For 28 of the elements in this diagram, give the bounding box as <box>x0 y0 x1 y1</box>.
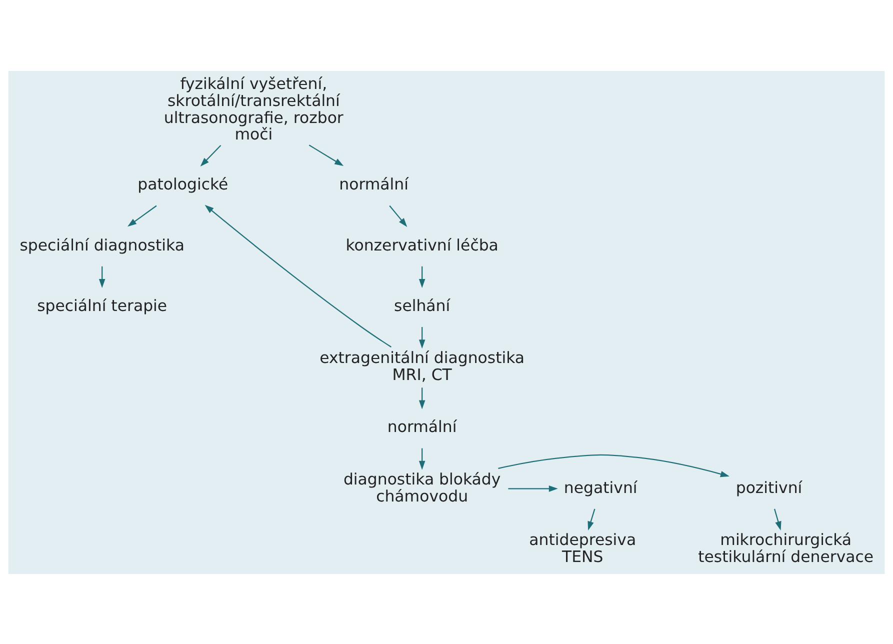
arrow <box>308 144 344 166</box>
arrow <box>98 266 106 288</box>
arrow <box>128 204 157 226</box>
arrow <box>508 485 558 492</box>
arrow <box>418 448 426 470</box>
arrow <box>200 144 222 166</box>
arrow <box>418 266 426 288</box>
node-text: normální <box>339 174 408 194</box>
arrow <box>418 326 426 348</box>
node-text: speciální diagnostika <box>20 234 184 254</box>
arrow <box>498 454 730 477</box>
node-text: negativní <box>564 477 638 496</box>
arrow <box>418 387 426 409</box>
node-text: antidepresiva TENS <box>529 530 636 566</box>
node-text: konzervativní léčba <box>346 234 498 254</box>
arrow <box>588 508 596 530</box>
node-text: diagnostika blokády chámovodu <box>343 468 501 505</box>
node-text: selhání <box>394 295 450 314</box>
arrow <box>774 508 782 530</box>
node-text: speciální terapie <box>37 295 168 314</box>
node-text: pozitivní <box>736 477 802 496</box>
node-text: mikrochirurgická testikulární denervace <box>698 530 874 566</box>
arrow <box>389 204 408 226</box>
node-text: patologické <box>138 174 228 194</box>
arrow <box>204 204 392 347</box>
node-text: extragenitální diagnostika MRI, CT <box>320 348 525 384</box>
node-text: normální <box>387 416 457 436</box>
node-text: fyzikální vyšetření, skrotální/transrektální ultrasonografie, rozbor moči <box>164 74 344 144</box>
